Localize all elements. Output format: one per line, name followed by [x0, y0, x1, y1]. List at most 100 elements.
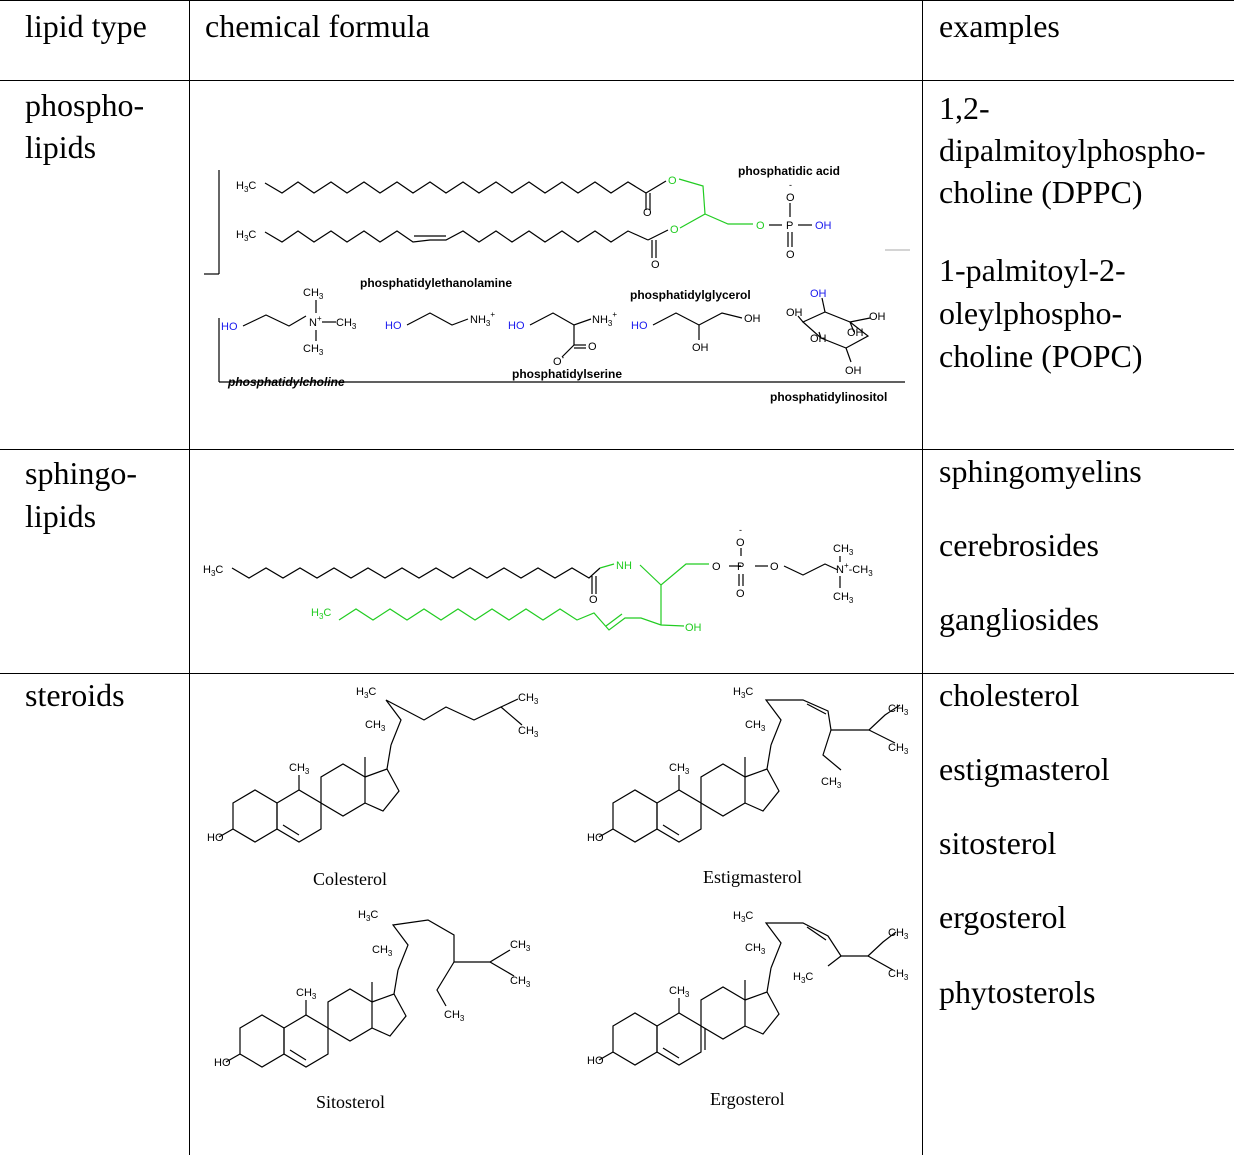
row-divider-1	[0, 449, 1234, 450]
svg-text:CH3: CH3	[745, 942, 766, 956]
svg-text:O: O	[651, 259, 660, 271]
svg-text:OH: OH	[810, 333, 827, 345]
table-top-border	[0, 0, 1234, 1]
svg-text:HO: HO	[631, 320, 648, 332]
svg-text:CH3: CH3	[669, 762, 690, 776]
svg-text:CH3: CH3	[303, 287, 324, 301]
example-cholesterol: cholesterol	[939, 677, 1080, 713]
svg-text:CH3: CH3	[745, 719, 766, 733]
svg-text:H3C: H3C	[733, 910, 753, 924]
svg-text:H3C: H3C	[236, 229, 256, 243]
example-popc-line3: choline (POPC)	[939, 338, 1143, 374]
svg-text:OH: OH	[744, 313, 761, 325]
example-popc-line1: 1-palmitoyl-2-	[939, 252, 1126, 288]
svg-text:O: O	[736, 588, 745, 600]
example-dppc-line2: dipalmitoylphospho-	[939, 132, 1206, 168]
example-dppc-line1: 1,2-	[939, 90, 990, 126]
svg-text:CH3: CH3	[289, 762, 310, 776]
label-sitosterol: Sitosterol	[316, 1092, 385, 1112]
sitosterol-molecule: HO CH3 CH3 H3C CH3 CH3 CH3	[214, 909, 531, 1069]
header-examples: examples	[939, 8, 1060, 44]
column-divider-1	[189, 0, 190, 1155]
svg-text:H3C: H3C	[356, 686, 376, 700]
lipid-type-phospholipids-line2: lipids	[25, 129, 97, 165]
svg-text:O: O	[670, 224, 679, 236]
label-phosphatidylinositol: phosphatidylinositol	[770, 390, 887, 404]
svg-text:O: O	[756, 220, 765, 232]
example-phytosterols: phytosterols	[939, 974, 1096, 1010]
svg-text:CH3: CH3	[444, 1009, 465, 1023]
svg-text:OH: OH	[869, 311, 886, 323]
svg-text:O: O	[736, 537, 745, 549]
header-lipid-type: lipid type	[25, 8, 147, 44]
label-phosphatidylcholine: phosphatidylcholine	[227, 375, 345, 389]
lipid-type-sphingolipids-line2: lipids	[25, 498, 97, 534]
svg-text:-: -	[739, 525, 742, 535]
example-popc-line2: oleylphospho-	[939, 295, 1123, 331]
example-ergosterol: ergosterol	[939, 899, 1067, 935]
svg-text:HO: HO	[214, 1057, 231, 1069]
label-ergosterol: Ergosterol	[710, 1089, 785, 1109]
svg-text:CH3: CH3	[669, 985, 690, 999]
example-estigmasterol: estigmasterol	[939, 751, 1110, 787]
svg-text:CH3: CH3	[303, 343, 324, 357]
cholesterol-molecule: HO CH3 CH3 H3C CH3 CH3	[207, 686, 539, 844]
svg-text:CH3: CH3	[518, 692, 539, 706]
svg-text:HO: HO	[587, 832, 604, 844]
label-estigmasterol: Estigmasterol	[703, 867, 802, 887]
example-cerebrosides: cerebrosides	[939, 527, 1099, 563]
label-phosphatidylglycerol: phosphatidylglycerol	[630, 288, 751, 302]
lipid-type-sphingolipids-line1: sphingo-	[25, 455, 137, 491]
svg-text:HO: HO	[207, 832, 224, 844]
svg-text:H3C: H3C	[236, 180, 256, 194]
example-sitosterol: sitosterol	[939, 825, 1057, 861]
svg-text:OH: OH	[847, 327, 864, 339]
lipid-type-phospholipids-line1: phospho-	[25, 87, 145, 123]
svg-text:OH: OH	[810, 288, 827, 300]
example-sphingomyelins: sphingomyelins	[939, 453, 1142, 489]
svg-text:CH3: CH3	[372, 944, 393, 958]
svg-text:P: P	[737, 561, 744, 573]
svg-text:OH: OH	[815, 220, 832, 232]
svg-text:CH3: CH3	[833, 543, 854, 557]
svg-text:CH3: CH3	[833, 591, 854, 605]
svg-text:HO: HO	[508, 320, 525, 332]
svg-text:CH3: CH3	[888, 927, 909, 941]
label-phosphatidylserine: phosphatidylserine	[512, 367, 622, 381]
column-divider-2	[922, 0, 923, 1155]
svg-text:H3C: H3C	[203, 564, 223, 578]
svg-text:OH: OH	[845, 365, 862, 377]
svg-text:NH: NH	[616, 560, 632, 572]
svg-text:P: P	[786, 220, 793, 232]
row-divider-2	[0, 673, 1234, 674]
svg-text:HO: HO	[221, 321, 238, 333]
label-colesterol: Colesterol	[313, 869, 387, 889]
svg-text:CH3: CH3	[510, 939, 531, 953]
svg-text:CH3: CH3	[888, 742, 909, 756]
svg-text:CH3: CH3	[518, 725, 539, 739]
svg-text:O: O	[786, 249, 795, 261]
svg-text:O: O	[588, 341, 597, 353]
svg-text:CH3: CH3	[365, 719, 386, 733]
svg-text:OH: OH	[692, 342, 709, 354]
svg-text:OH: OH	[685, 622, 702, 634]
example-gangliosides: gangliosides	[939, 601, 1099, 637]
svg-text:CH3: CH3	[336, 317, 357, 331]
svg-text:H3C: H3C	[793, 971, 813, 985]
svg-text:CH3: CH3	[821, 776, 842, 790]
header-divider	[0, 80, 1234, 81]
svg-text:O: O	[668, 175, 677, 187]
label-phosphatidylethanolamine: phosphatidylethanolamine	[360, 276, 512, 290]
ergosterol-molecule: HO CH3 CH3 H3C CH3 CH3 H3C	[587, 910, 909, 1067]
example-dppc-line3: choline (DPPC)	[939, 174, 1143, 210]
svg-text:O: O	[643, 207, 652, 219]
svg-text:CH3: CH3	[888, 703, 909, 717]
label-phosphatidic-acid: phosphatidic acid	[738, 164, 840, 178]
svg-text:HO: HO	[385, 320, 402, 332]
svg-text:CH3: CH3	[296, 987, 317, 1001]
svg-text:-: -	[789, 180, 792, 190]
